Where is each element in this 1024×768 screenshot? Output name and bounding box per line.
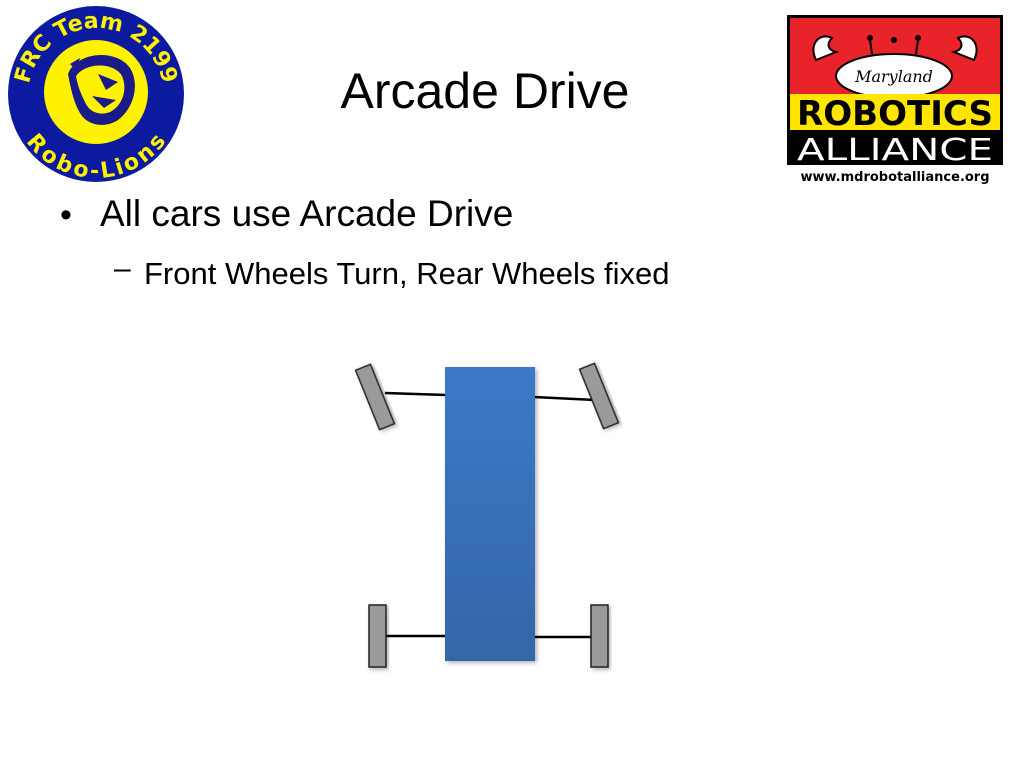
logo-right-state: Maryland <box>854 67 933 86</box>
front-right-wheel <box>578 362 620 430</box>
slide-title: Arcade Drive <box>340 63 630 119</box>
front-right-axle <box>533 395 596 402</box>
bullet-dash-icon: – <box>114 252 131 285</box>
front-left-axle <box>384 391 447 397</box>
car-body <box>445 367 535 661</box>
robo-lions-logo: FRC Team 2199 Robo-Lions <box>8 6 184 184</box>
md-robotics-alliance-logo: Maryland ROBOTICS ALLIANCE www.mdrobotal… <box>787 15 1003 185</box>
bullet-text: All cars use Arcade Drive <box>100 193 514 234</box>
logo-right-line2: ALLIANCE <box>797 133 993 168</box>
arcade-drive-diagram <box>354 362 620 668</box>
front-left-wheel <box>354 363 396 431</box>
logo-right-line1: ROBOTICS <box>797 94 993 134</box>
sub-bullet-text: Front Wheels Turn, Rear Wheels fixed <box>144 256 670 291</box>
lion-head-icon <box>68 55 135 125</box>
logo-right-url: www.mdrobotalliance.org <box>800 170 989 185</box>
bullet-dot-icon: • <box>60 196 72 234</box>
rear-right-wheel <box>590 604 609 668</box>
crab-icon <box>812 35 978 99</box>
logo-right-band <box>790 94 1000 130</box>
rear-left-wheel <box>368 604 387 668</box>
